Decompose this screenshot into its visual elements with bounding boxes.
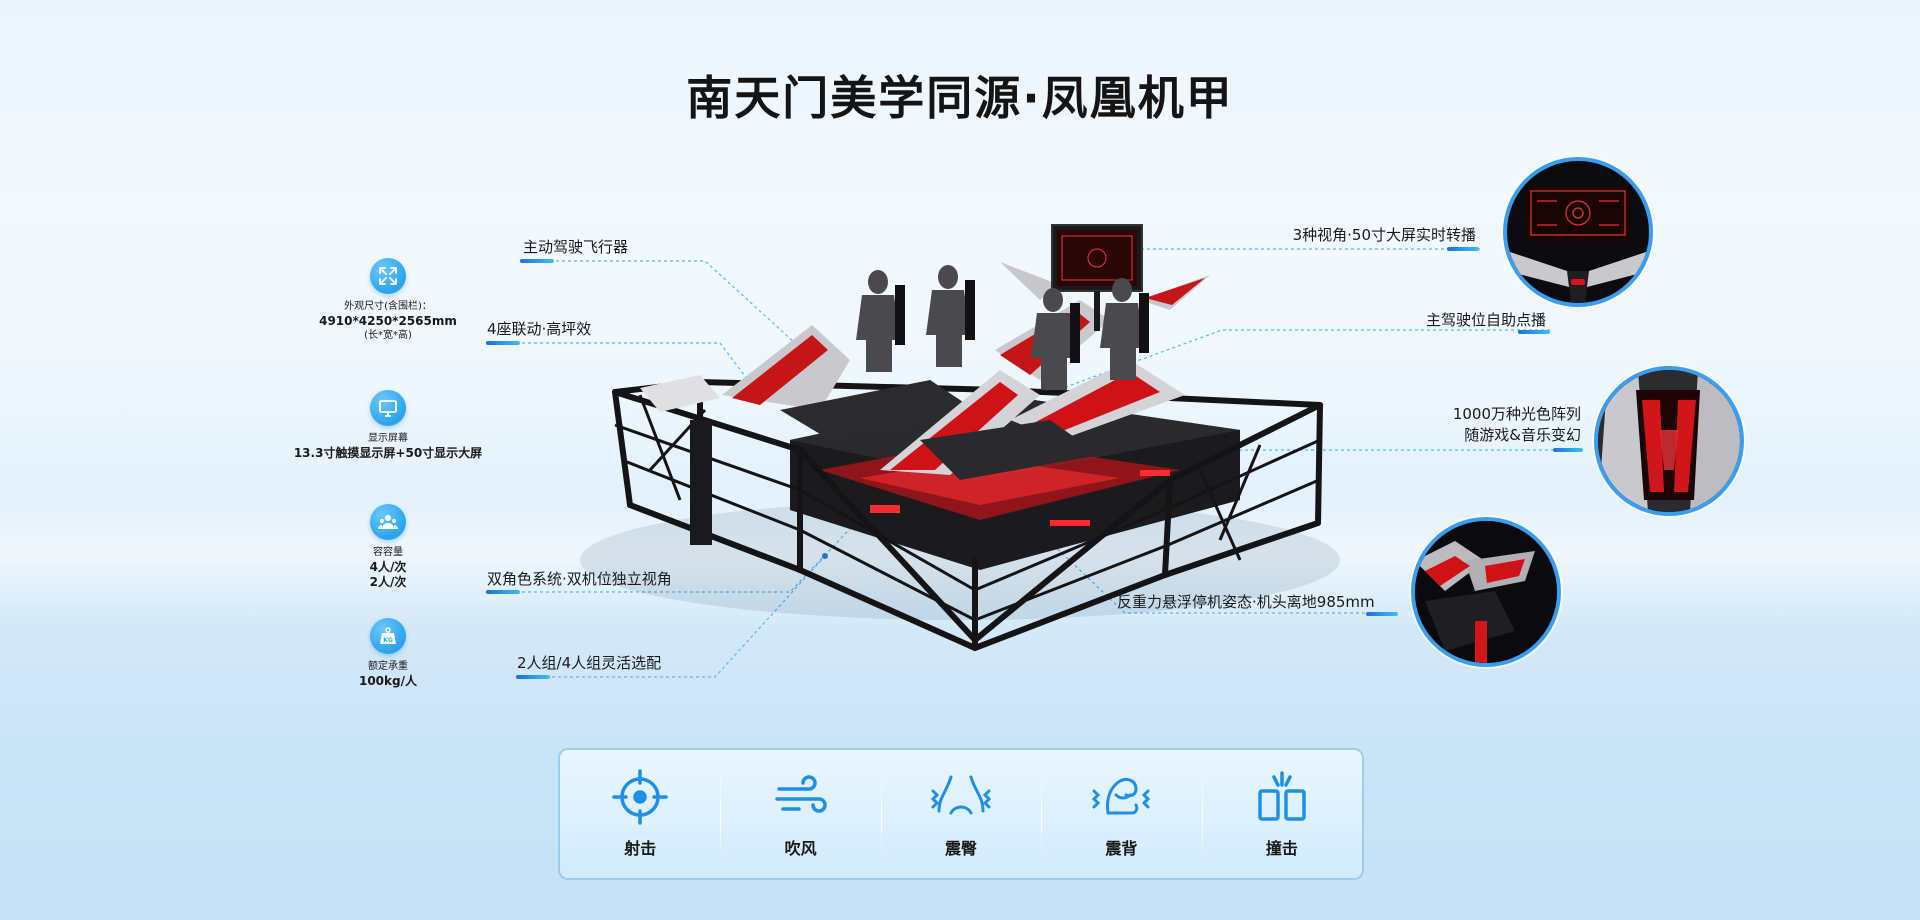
callout-4-seat: 4座联动·高坪效 bbox=[487, 320, 592, 338]
monitor-icon bbox=[370, 390, 406, 426]
callout-active-flight: 主动驾驶飞行器 bbox=[523, 238, 629, 256]
svg-text:KG: KG bbox=[383, 637, 393, 644]
callout-dual-role: 双角色系统·双机位独立视角 bbox=[487, 570, 672, 588]
feature-back-vibration: 震背 bbox=[1041, 750, 1201, 878]
callout-self-play: 主驾驶位自助点播 bbox=[1425, 311, 1546, 329]
crosshair-icon bbox=[612, 769, 668, 825]
feature-impact: 撞击 bbox=[1201, 750, 1362, 878]
feature-seat-vibration: 震臀 bbox=[880, 750, 1041, 878]
spec-dimensions: 外观尺寸(含围栏)： 4910*4250*2565mm (长*宽*高) bbox=[268, 258, 508, 343]
callout-bar bbox=[1447, 247, 1479, 251]
weight-icon: KG bbox=[370, 618, 406, 654]
back-vibration-icon bbox=[1092, 777, 1151, 815]
page-title: 南天门美学同源·凤凰机甲 bbox=[686, 71, 1234, 125]
spec-load: KG 额定承重 100kg/人 bbox=[268, 618, 508, 689]
callout-3-views: 3种视角·50寸大屏实时转播 bbox=[1292, 226, 1476, 244]
callout-bar bbox=[520, 259, 554, 263]
spec-capacity: 容容量 4人/次 2人/次 bbox=[268, 504, 508, 590]
callout-anti-gravity: 反重力悬浮停机姿态·机头离地985mm bbox=[1117, 593, 1375, 611]
detail-circle-screen bbox=[1503, 157, 1653, 307]
callout-bar bbox=[486, 590, 520, 594]
wind-icon bbox=[774, 775, 827, 813]
expand-arrows-icon bbox=[370, 258, 406, 294]
detail-circle-hover bbox=[1411, 517, 1561, 667]
spec-display: 显示屏幕 13.3寸触摸显示屏+50寸显示大屏 bbox=[268, 390, 508, 461]
feature-shoot: 射击 bbox=[560, 750, 720, 878]
callout-bar bbox=[516, 675, 550, 679]
detail-circle-seat-light bbox=[1594, 366, 1744, 516]
callout-light-array: 1000万种光色阵列 随游戏&音乐变幻 bbox=[1452, 405, 1581, 444]
feature-strip: 射击 吹风 震臀 震背 撞击 bbox=[558, 748, 1364, 880]
feature-wind: 吹风 bbox=[720, 750, 880, 878]
callout-bar bbox=[1518, 330, 1550, 334]
callout-bar bbox=[1553, 448, 1583, 452]
impact-icon bbox=[1258, 771, 1306, 821]
callout-bar bbox=[1366, 612, 1398, 616]
arm-vibration-icon bbox=[930, 775, 992, 815]
callout-bar bbox=[486, 341, 520, 345]
people-icon bbox=[370, 504, 406, 540]
callout-group-config: 2人组/4人组灵活选配 bbox=[517, 654, 662, 672]
